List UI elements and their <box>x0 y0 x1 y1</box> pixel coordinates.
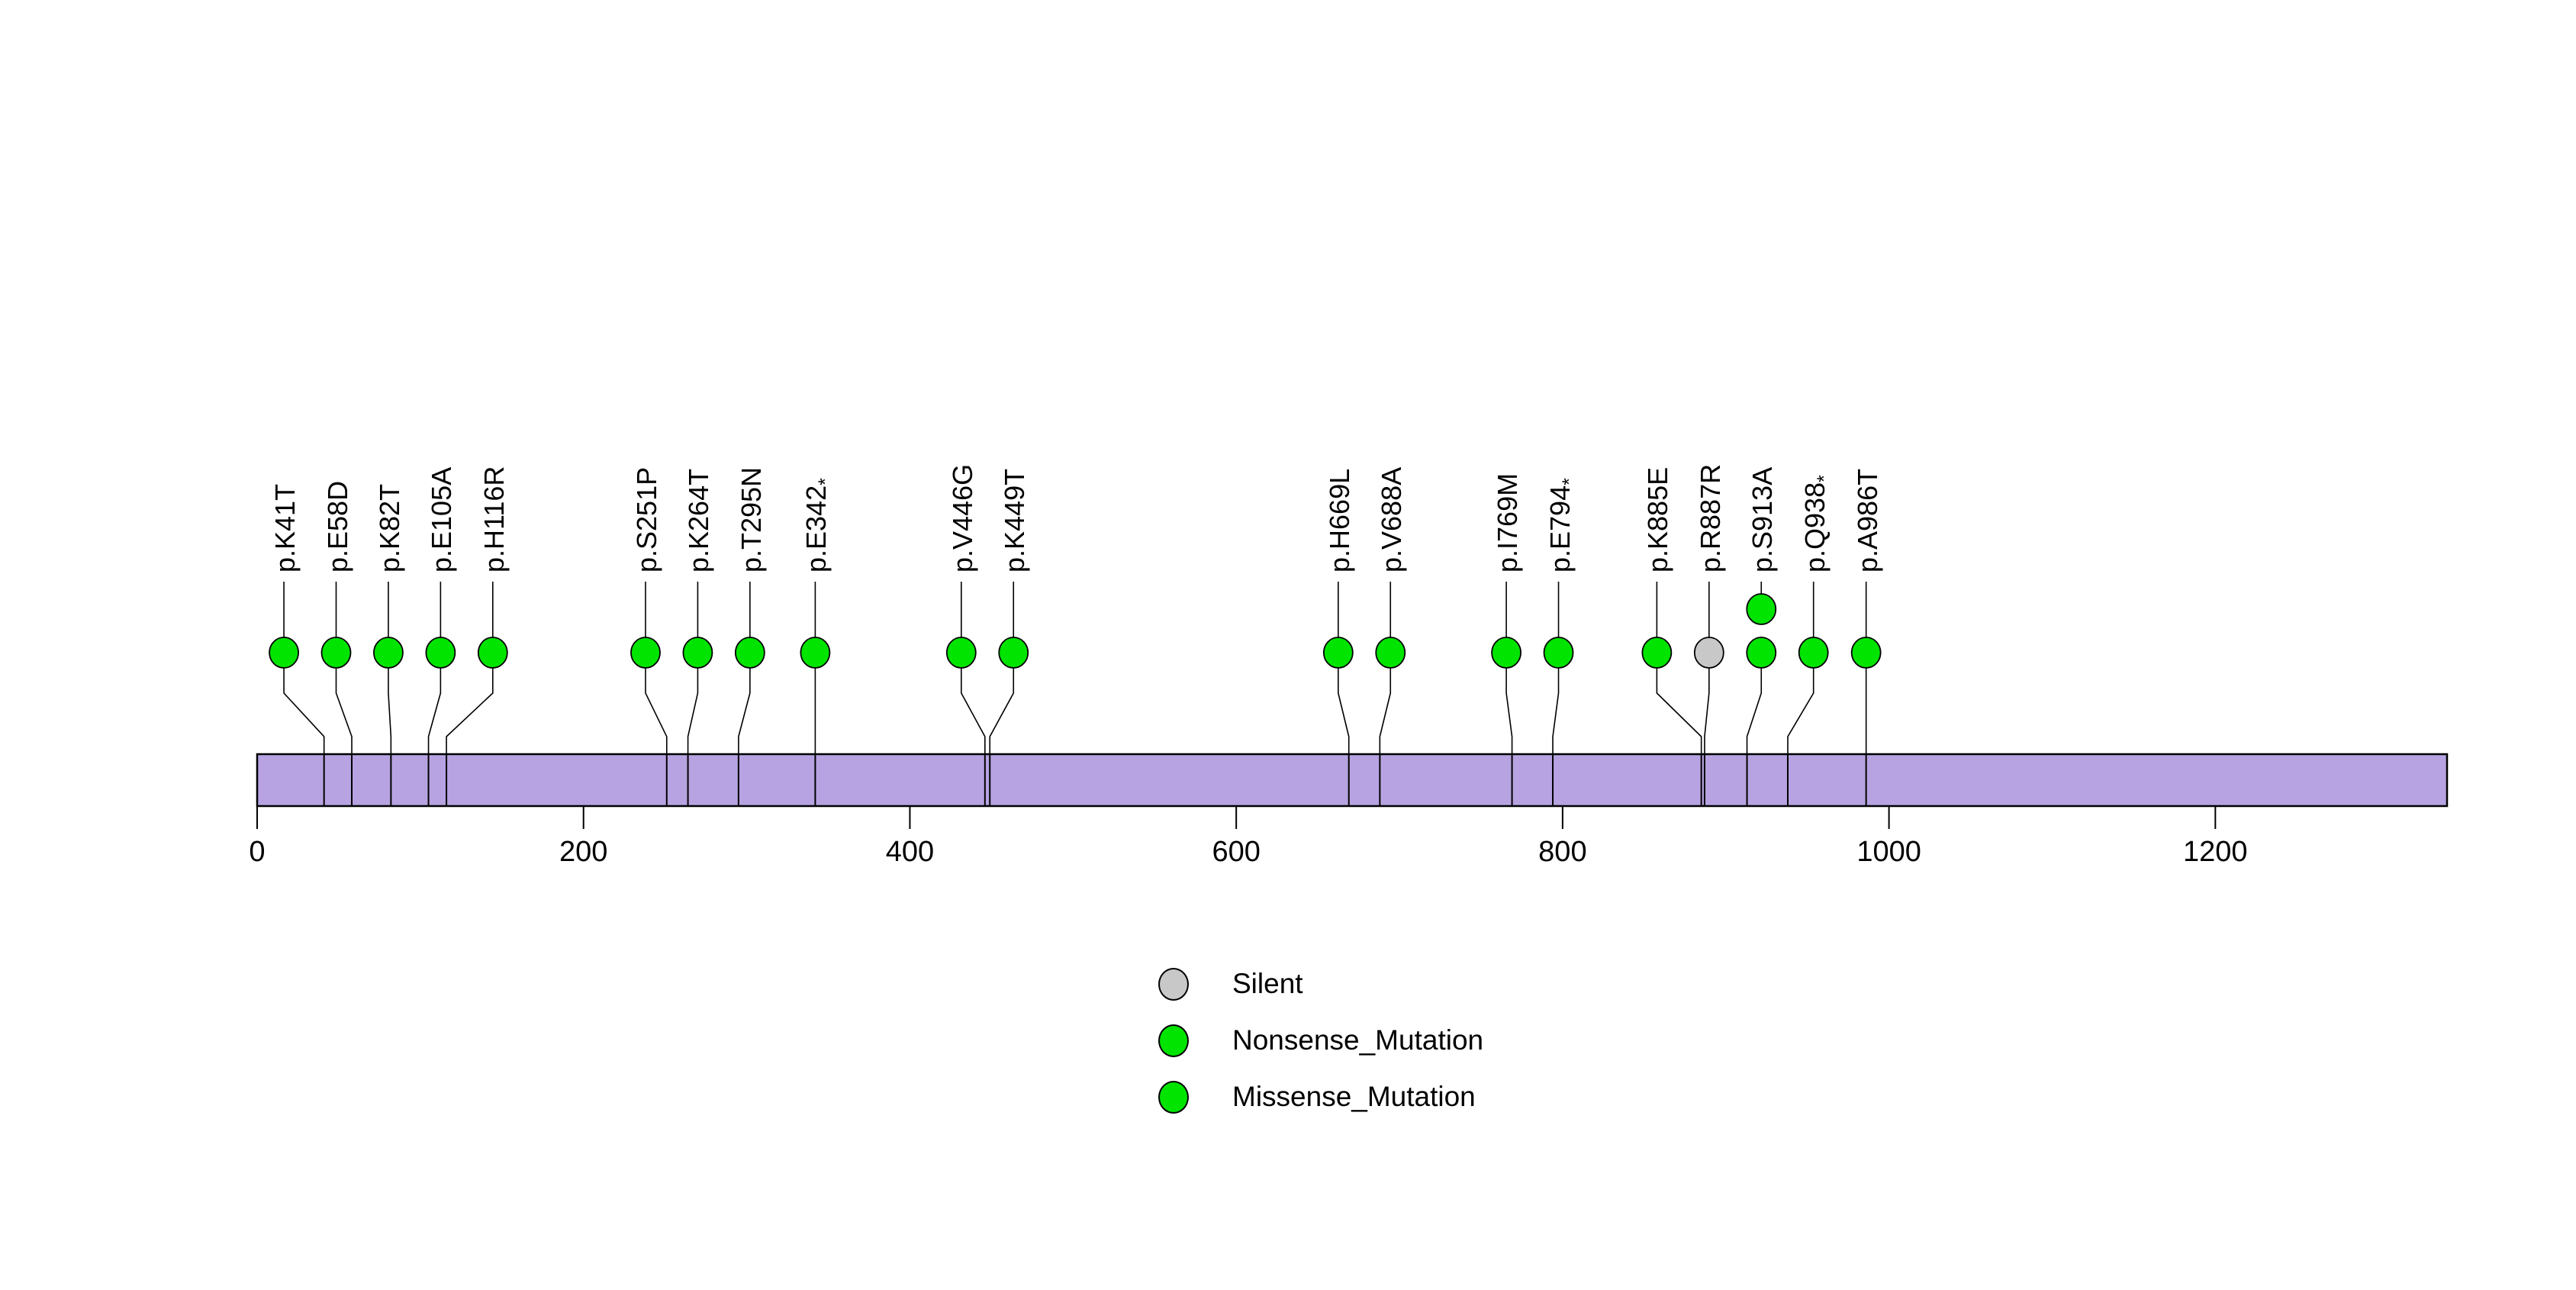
lollipop-connector <box>335 668 353 754</box>
mutation-circle-p-K82T <box>373 637 404 669</box>
mutation-circle-p-E58D <box>320 637 352 669</box>
lollipop-connector <box>1704 668 1710 754</box>
lollipop-connector <box>388 668 392 754</box>
lollipop-connector <box>1552 668 1560 754</box>
mutation-circle-p-R887R <box>1693 637 1724 669</box>
lollipop-connector <box>1787 668 1814 754</box>
mutation-circle-p-S913A <box>1746 637 1777 669</box>
legend-swatch-silent-icon <box>1158 967 1189 1001</box>
mutation-circle-p-I769M <box>1491 637 1521 669</box>
axis-tick-label: 200 <box>559 836 607 868</box>
mutation-circle-p-S251P <box>630 637 661 669</box>
mutation-circle-p-K41T <box>269 637 299 669</box>
lollipop-connector <box>427 668 442 754</box>
legend-item-silent: Silent <box>1158 956 1483 1012</box>
lollipop-connector <box>961 668 986 754</box>
mutation-circle-p-K264T <box>682 637 713 669</box>
lollipop-connector <box>738 668 751 754</box>
protein-bar <box>256 753 2449 808</box>
legend-swatch-nonsense-icon <box>1158 1024 1189 1057</box>
legend-label-nonsense: Nonsense_Mutation <box>1232 1024 1484 1056</box>
lollipop-connector <box>645 668 668 754</box>
legend-swatch-missense-icon <box>1158 1080 1189 1114</box>
legend-item-nonsense-mutation: Nonsense_Mutation <box>1158 1012 1483 1069</box>
axis-tick-label: 800 <box>1538 836 1586 868</box>
mutation-circle-p-A986T <box>1850 637 1882 669</box>
lollipop-connector <box>687 668 699 754</box>
mutation-circle-p-V446G <box>945 637 977 669</box>
lollipop-connector <box>989 668 1015 754</box>
mutation-circle-p-E794 <box>1543 637 1574 669</box>
mutation-circle-p-S913A <box>1746 593 1777 625</box>
mutation-circle-p-E105A <box>425 637 456 669</box>
mutation-circle-p-H669L <box>1322 637 1354 669</box>
axis-tick-label: 0 <box>249 836 265 868</box>
legend-label-missense: Missense_Mutation <box>1232 1081 1476 1112</box>
lollipop-connector <box>1338 668 1350 754</box>
mutation-circle-p-T295N <box>734 637 765 669</box>
axis-tick-label: 600 <box>1212 836 1260 868</box>
axis-tick-label: 1000 <box>1856 836 1921 868</box>
lollipop-connector <box>283 668 325 754</box>
axis-tick-label: 400 <box>886 836 934 868</box>
lollipop-connector <box>1746 668 1763 754</box>
legend: Silent Nonsense_Mutation Missense_Mutati… <box>1158 956 1483 1125</box>
mutation-circle-p-Q938 <box>1798 637 1829 669</box>
mutation-circle-p-E342 <box>800 637 831 669</box>
lollipop-connector <box>1379 668 1392 754</box>
mutation-circle-p-K885E <box>1641 637 1673 669</box>
lollipop-connector <box>1505 668 1513 754</box>
lollipop-connector <box>446 668 494 754</box>
axis-tick-label: 1200 <box>2183 836 2248 868</box>
legend-item-missense-mutation: Missense_Mutation <box>1158 1069 1483 1125</box>
mutation-circle-p-H116R <box>477 637 508 669</box>
mutation-circle-p-V688A <box>1375 637 1406 669</box>
legend-label-silent: Silent <box>1232 968 1303 999</box>
mutation-circle-p-K449T <box>998 637 1029 669</box>
lollipop-connector <box>1656 668 1702 754</box>
